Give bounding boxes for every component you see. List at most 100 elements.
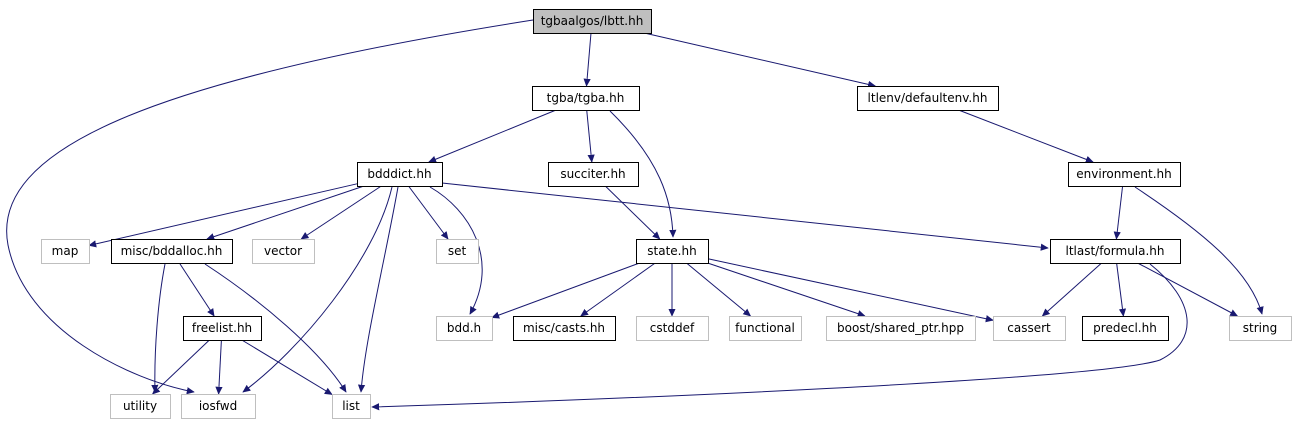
node-tgba-tgba-hh[interactable]: tgba/tgba.hh xyxy=(532,86,640,111)
node-box xyxy=(857,86,999,111)
edge-n11-n18 xyxy=(707,262,866,318)
node-box xyxy=(357,162,443,187)
edge-n8-n23 xyxy=(204,263,347,393)
node-iosfwd: iosfwd xyxy=(181,394,256,419)
node-label: set xyxy=(448,244,467,258)
node-label: tgba/tgba.hh xyxy=(547,91,625,105)
node-box xyxy=(729,316,802,341)
node-box xyxy=(252,239,315,264)
node-label: string xyxy=(1243,321,1277,335)
edge-n8-n13 xyxy=(178,262,215,317)
node-box xyxy=(436,316,493,341)
edge-n4-n10 xyxy=(408,185,449,240)
edge-n11-n17 xyxy=(686,262,752,317)
node-label: cstddef xyxy=(650,321,695,335)
edge-n12-n23 xyxy=(371,263,1188,411)
node-box xyxy=(1068,162,1181,187)
node-label: freelist.hh xyxy=(192,321,252,335)
node-box xyxy=(111,239,233,264)
node-succiter-hh[interactable]: succiter.hh xyxy=(548,162,639,187)
edge-layer xyxy=(6,19,1264,411)
node-label: predecl.hh xyxy=(1093,321,1157,335)
node-label: tgbaalgos/lbtt.hh xyxy=(541,14,644,28)
node-label: map xyxy=(52,244,79,258)
node-box xyxy=(1229,316,1292,341)
node-vector: vector xyxy=(252,239,315,264)
node-label: bdddict.hh xyxy=(367,167,431,181)
node-label: state.hh xyxy=(647,244,696,258)
node-box xyxy=(436,239,479,264)
node-label: environment.hh xyxy=(1076,167,1171,181)
node-ltlast-formula-hh[interactable]: ltlast/formula.hh xyxy=(1050,239,1181,264)
node-state-hh[interactable]: state.hh xyxy=(636,239,709,264)
node-label: list xyxy=(342,399,360,413)
edge-n4-n7 xyxy=(88,183,358,248)
node-box xyxy=(1082,316,1169,341)
edge-n4-n1 xyxy=(242,186,393,393)
node-box xyxy=(548,162,639,187)
edge-n13-n1 xyxy=(215,339,223,395)
node-set: set xyxy=(436,239,479,264)
node-label: cassert xyxy=(1007,321,1051,335)
edge-n2-n4 xyxy=(428,109,557,163)
node-label: misc/casts.hh xyxy=(523,321,605,335)
edge-n3-n6 xyxy=(958,109,1094,163)
node-label: boost/shared_ptr.hpp xyxy=(837,321,964,335)
node-list: list xyxy=(332,394,371,419)
edge-n0-n1 xyxy=(6,19,534,395)
edge-n0-n3 xyxy=(644,32,876,88)
node-box xyxy=(332,394,371,419)
node-map: map xyxy=(41,239,90,264)
node-freelist-hh[interactable]: freelist.hh xyxy=(183,316,262,341)
edge-n8-n22 xyxy=(151,263,166,393)
node-box xyxy=(110,394,171,419)
node-label: iosfwd xyxy=(199,399,237,413)
edge-n4-n23 xyxy=(357,186,399,393)
node-box xyxy=(41,239,90,264)
node-label: utility xyxy=(123,399,157,413)
edge-n2-n11 xyxy=(609,110,677,238)
edge-n11-n14 xyxy=(491,262,640,319)
node-misc-casts-hh[interactable]: misc/casts.hh xyxy=(513,316,616,341)
node-string: string xyxy=(1229,316,1292,341)
node-tgbaalgos-lbtt-hh[interactable]: tgbaalgos/lbtt.hh xyxy=(533,9,652,34)
edge-n4-n12 xyxy=(441,182,1049,251)
node-box xyxy=(513,316,616,341)
node-environment-hh[interactable]: environment.hh xyxy=(1068,162,1181,187)
node-label: succiter.hh xyxy=(560,167,625,181)
edge-n0-n2 xyxy=(583,32,592,87)
node-predecl-hh[interactable]: predecl.hh xyxy=(1082,316,1169,341)
edge-n12-n19 xyxy=(1041,262,1102,317)
edge-n4-n9 xyxy=(300,185,382,240)
node-label: vector xyxy=(264,244,302,258)
edge-n12-n21 xyxy=(1137,262,1239,317)
node-ltlenv-defaultenv-hh[interactable]: ltlenv/defaultenv.hh xyxy=(857,86,999,111)
node-label: ltlenv/defaultenv.hh xyxy=(868,91,988,105)
node-utility: utility xyxy=(110,394,171,419)
edge-n11-n19 xyxy=(707,258,994,323)
node-box xyxy=(993,316,1066,341)
node-layer: tgbaalgos/lbtt.hh iosfwd tgba/tgba.hh ltlen… xyxy=(41,9,1292,419)
node-bdddict-hh[interactable]: bdddict.hh xyxy=(357,162,443,187)
node-box xyxy=(1050,239,1181,264)
node-box xyxy=(826,316,976,341)
edge-n11-n15 xyxy=(580,262,656,317)
edge-n2-n5 xyxy=(586,109,595,163)
edge-n5-n11 xyxy=(604,185,661,240)
edge-n6-n21 xyxy=(1134,186,1264,315)
node-label: bdd.h xyxy=(447,321,481,335)
node-label: functional xyxy=(735,321,795,335)
node-box xyxy=(533,9,652,34)
node-label: misc/bddalloc.hh xyxy=(121,244,223,258)
edge-n13-n23 xyxy=(241,339,333,395)
edge-n12-n20 xyxy=(1116,262,1127,317)
node-box xyxy=(532,86,640,111)
node-box xyxy=(636,239,709,264)
node-label: ltlast/formula.hh xyxy=(1065,244,1164,258)
node-functional: functional xyxy=(729,316,802,341)
edge-n4-n14 xyxy=(429,186,483,315)
node-misc-bddalloc-hh[interactable]: misc/bddalloc.hh xyxy=(111,239,233,264)
node-cstddef: cstddef xyxy=(636,316,709,341)
node-boost-shared-ptr-hpp: boost/shared_ptr.hpp xyxy=(826,316,976,341)
